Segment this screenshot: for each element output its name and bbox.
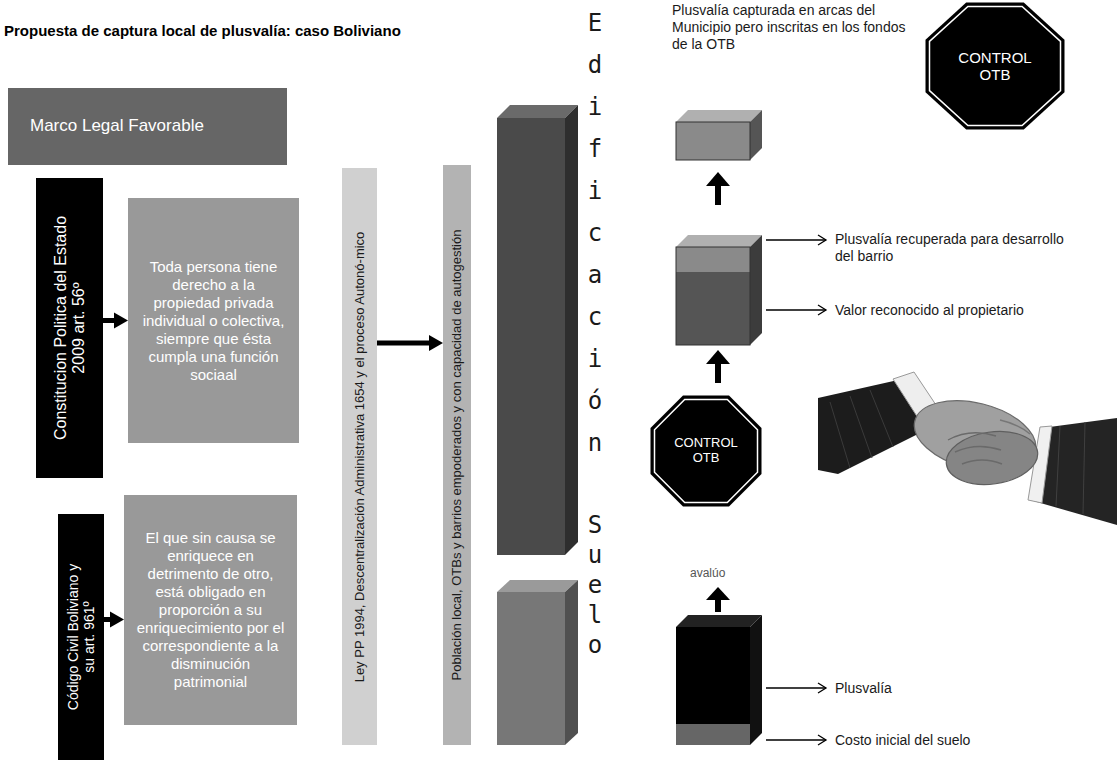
callout-label: Costo inicial del suelo [835, 732, 1085, 749]
arrow-head [110, 612, 124, 628]
octagon-fill [926, 3, 1065, 130]
ground-block [497, 580, 578, 745]
leader-line [766, 735, 826, 745]
building-block [497, 105, 578, 555]
leader-line [766, 235, 826, 245]
arrow-connector [377, 335, 443, 351]
arrow-shaft [103, 318, 115, 323]
octagon-ring [655, 400, 758, 503]
quote-text: El que sin causa se enriquece en detrime… [136, 529, 285, 691]
up-arrow [706, 172, 730, 205]
up-arrow [706, 587, 730, 612]
octagon-text: CONTROL OTB [672, 436, 741, 466]
header-text: Marco Legal Favorable [30, 116, 204, 136]
captured-value-cube [676, 110, 762, 160]
arrow-head [429, 335, 443, 351]
callout-label: avalúo [690, 566, 725, 580]
population-band: Población local, OTBs y barrios empodera… [443, 165, 471, 745]
octagon-fill [651, 396, 762, 507]
vertical-label: Edificación [583, 2, 607, 464]
rotated-text: Código Civil Boliviano y su art. 961º [65, 562, 97, 712]
diagram-title: Propuesta de captura local de plusvalía:… [4, 22, 401, 39]
up-arrow [706, 350, 730, 383]
land-value-block [676, 615, 762, 745]
law-source-box: Constitucion Politica del Estado 2009 ar… [36, 178, 103, 478]
octagon-text: CONTROL OTB [952, 49, 1039, 84]
rotated-text: Población local, OTBs y barrios empodera… [450, 181, 465, 729]
rotated-text: Ley PP 1994, Descentralización Administr… [352, 184, 367, 729]
callout-label: Plusvalía [835, 680, 1035, 697]
rotated-text: Constitucion Politica del Estado 2009 ar… [51, 208, 88, 448]
handshake-photo [818, 372, 1117, 525]
arrow-shaft [377, 341, 430, 346]
law-source-box: Código Civil Boliviano y su art. 961º [58, 514, 104, 760]
leader-line [766, 305, 826, 315]
arrow-head [114, 313, 128, 329]
control-octagon: CONTROL OTB [925, 2, 1065, 130]
callout-label: Valor reconocido al propietario [835, 302, 1105, 319]
arrow-connector [104, 612, 124, 628]
quote-box: El que sin causa se enriquece en detrime… [124, 495, 297, 725]
control-octagon: CONTROL OTB [650, 395, 762, 507]
quote-box: Toda persona tiene derecho a la propieda… [128, 198, 299, 443]
callout-label: Plusvalía recuperada para desarrollo del… [835, 231, 1065, 265]
leader-line [766, 683, 826, 693]
arrow-shaft [104, 617, 111, 622]
quote-text: Toda persona tiene derecho a la propieda… [140, 258, 287, 384]
split-value-cube [676, 235, 762, 345]
arrow-connector [103, 313, 128, 329]
section-header-box: Marco Legal Favorable [8, 88, 287, 165]
vertical-label: Suelo [583, 510, 607, 660]
octagon-ring [930, 7, 1061, 126]
callout-note: Plusvalía capturada en arcas del Municip… [672, 2, 912, 52]
law-band: Ley PP 1994, Descentralización Administr… [342, 168, 377, 745]
